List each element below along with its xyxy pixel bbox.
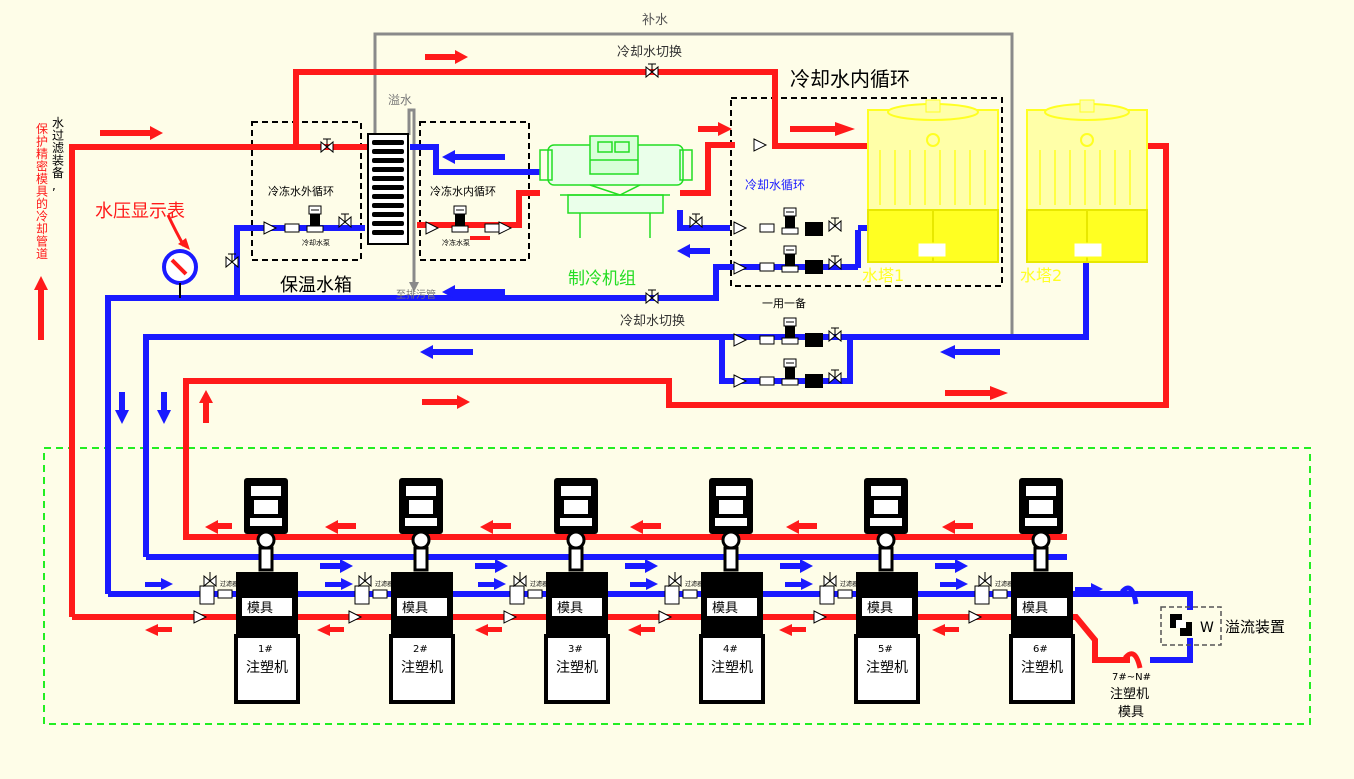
machine-id-label: 3# [568, 644, 583, 655]
filter-label: 过滤器 [840, 580, 858, 588]
cooling-switch-top-label: 冷却水切换 [617, 45, 682, 60]
machine-label: 注塑机 [556, 660, 598, 676]
makeup-water-label: 补水 [642, 13, 668, 28]
flow-arrows [34, 50, 1143, 669]
machine-1: 模具 1# 注塑机 过滤器 [193, 478, 300, 704]
machine-5: 模具 5# 注塑机 过滤器 [813, 478, 920, 704]
overflow-device-icon [1160, 606, 1222, 646]
filter-label: 过滤器 [995, 580, 1013, 588]
machine-id-label: 5# [878, 644, 893, 655]
extra-range-label: 7#~N# [1112, 672, 1151, 683]
pressure-gauge-icon [162, 214, 198, 298]
cooling-tower-2 [1026, 99, 1148, 263]
machine-id-label: 1# [258, 644, 273, 655]
mold-label: 模具 [402, 601, 428, 616]
makeup-water-line [373, 32, 1014, 336]
extra-mold-label: 模具 [1118, 705, 1144, 720]
cooling-switch-bottom-label: 冷却水切换 [620, 314, 685, 329]
side-note-col-1: 水过滤装备, [52, 116, 64, 193]
machine-id-label: 6# [1033, 644, 1048, 655]
machine-id-label: 2# [413, 644, 428, 655]
machines-area-box [43, 447, 1311, 725]
frozen-outer-loop-label: 冷冻水外循环 [268, 184, 334, 198]
machine-4: 模具 4# 注塑机 过滤器 [658, 478, 765, 704]
machine-3: 模具 3# 注塑机 过滤器 [503, 478, 610, 704]
frozen-outer-box [251, 121, 362, 261]
frozen-inner-loop-label: 冷冻水内循环 [430, 184, 496, 198]
machine-label: 注塑机 [711, 660, 753, 676]
mold-label: 模具 [1022, 601, 1048, 616]
tower2-label: 水塔2 [1020, 266, 1062, 285]
mold-label: 模具 [867, 601, 893, 616]
to-drain-label: 至排污管 [396, 288, 436, 301]
machine-label: 注塑机 [246, 660, 288, 676]
cooling-inner-loop-label: 冷却水内循环 [790, 67, 910, 91]
mold-label: 模具 [557, 601, 583, 616]
mold-label: 模具 [712, 601, 738, 616]
overflow-line [407, 108, 416, 285]
filter-label: 过滤器 [220, 580, 238, 588]
machine-2: 模具 2# 注塑机 过滤器 [348, 478, 455, 704]
outer-pump-label: 冷却水泵 [302, 238, 330, 247]
overflow-device-label: 溢流装置 [1225, 618, 1285, 636]
insulated-tank [367, 133, 409, 245]
machine-label: 注塑机 [866, 660, 908, 676]
chiller-unit [539, 135, 693, 238]
insulated-tank-label: 保温水箱 [280, 275, 352, 296]
pressure-display-label: 水压显示表 [95, 201, 185, 222]
side-note-col-2: 保护精密模具的冷却管道 [36, 122, 48, 261]
standby-label: 一用一备 [762, 296, 806, 310]
tower1-label: 水塔1 [862, 266, 904, 285]
cooling-loop-label: 冷却水循环 [745, 178, 805, 192]
machine-6: 模具 6# 注塑机 过滤器 [968, 478, 1075, 704]
chiller-unit-label: 制冷机组 [568, 269, 636, 289]
machine-label: 注塑机 [401, 660, 443, 676]
mold-label: 模具 [247, 601, 273, 616]
inner-pump-label: 冷冻水泵 [442, 238, 470, 247]
side-note: 水过滤装备, 保护精密模具的冷却管道 [36, 116, 64, 261]
overflow-w-label: W [1200, 620, 1214, 636]
filter-label: 过滤器 [375, 580, 393, 588]
filter-label: 过滤器 [685, 580, 703, 588]
frozen-inner-box [419, 121, 530, 261]
filter-label: 过滤器 [530, 580, 548, 588]
cooling-tower-1 [867, 99, 999, 263]
upper-pumps-valves [225, 63, 842, 388]
machine-label: 注塑机 [1021, 660, 1063, 676]
overflow-water-label: 溢水 [388, 93, 412, 107]
machine-id-label: 4# [723, 644, 738, 655]
cold-pipes [105, 144, 1193, 663]
extra-machine-label: 注塑机 [1110, 687, 1149, 702]
cooling-inner-box [730, 97, 1003, 287]
